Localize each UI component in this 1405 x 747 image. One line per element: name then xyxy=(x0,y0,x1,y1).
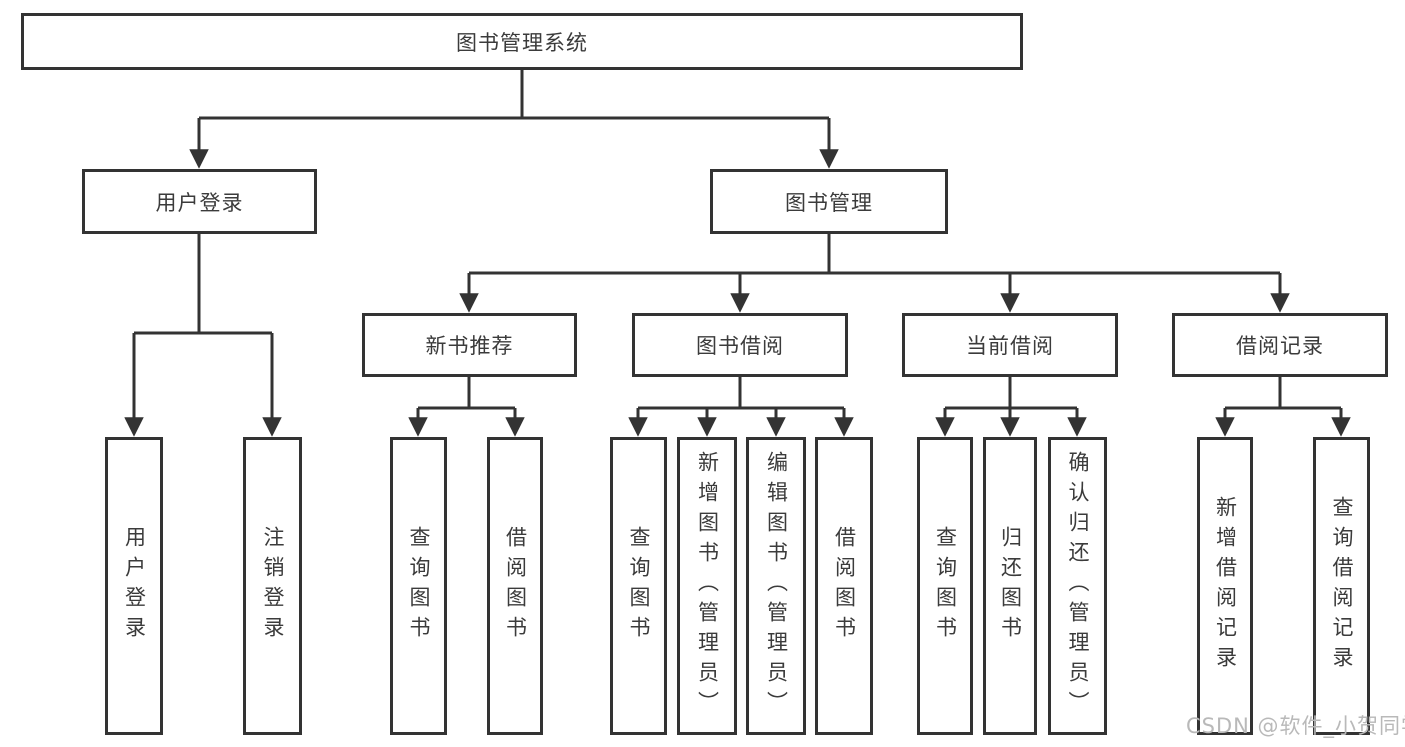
leaf-label: 新增图书（管理员） xyxy=(695,451,720,721)
csdn-watermark: CSDN @软件_小贺同学 xyxy=(1186,714,1405,738)
node-book-management: 图书管理 xyxy=(710,169,948,234)
leaf-label: 查询图书 xyxy=(627,526,651,646)
connector-borrow-stem xyxy=(638,377,844,410)
leaf-label: 编辑图书（管理员） xyxy=(764,451,789,721)
node-leaf-borrow-books-bb: 借阅图书 xyxy=(815,437,873,735)
node-borrow-records: 借阅记录 xyxy=(1172,313,1388,377)
connector-root-stem xyxy=(199,69,829,120)
leaf-label: 查询图书 xyxy=(933,526,958,646)
node-leaf-query-borrow-record: 查询借阅记录 xyxy=(1313,437,1370,735)
node-leaf-add-books-admin: 新增图书（管理员） xyxy=(677,437,737,735)
node-leaf-confirm-return-admin: 确认归还（管理员） xyxy=(1048,437,1107,735)
node-leaf-query-books-nb: 查询图书 xyxy=(390,437,447,735)
node-leaf-query-books-cb: 查询图书 xyxy=(917,437,973,735)
node-user-login: 用户登录 xyxy=(82,169,317,234)
node-book-borrowing: 图书借阅 xyxy=(632,313,848,377)
leaf-label: 确认归还（管理员） xyxy=(1066,451,1090,721)
node-leaf-add-borrow-record: 新增借阅记录 xyxy=(1197,437,1253,735)
node-leaf-edit-books-admin: 编辑图书（管理员） xyxy=(746,437,806,735)
connector-new-book-stem xyxy=(418,377,515,410)
leaf-label: 借阅图书 xyxy=(832,526,857,646)
leaf-label: 归还图书 xyxy=(998,526,1023,646)
leaf-label: 查询图书 xyxy=(407,526,431,646)
connector-user-login-stem xyxy=(134,233,272,335)
node-leaf-logout: 注销登录 xyxy=(243,437,302,735)
connector-records-stem xyxy=(1225,377,1341,410)
node-leaf-user-login: 用户登录 xyxy=(105,437,163,735)
node-new-book-recommendation: 新书推荐 xyxy=(362,313,577,377)
node-current-borrowing: 当前借阅 xyxy=(902,313,1118,377)
node-library-management-system: 图书管理系统 xyxy=(21,13,1023,70)
node-leaf-borrow-books-nb: 借阅图书 xyxy=(487,437,543,735)
leaf-label: 注销登录 xyxy=(261,526,285,646)
connector-book-mgmt-stem xyxy=(469,233,1280,275)
leaf-label: 借阅图书 xyxy=(503,526,528,646)
leaf-label: 查询借阅记录 xyxy=(1330,496,1354,676)
node-leaf-return-books: 归还图书 xyxy=(983,437,1037,735)
leaf-label: 新增借阅记录 xyxy=(1213,496,1238,676)
node-leaf-query-books-bb: 查询图书 xyxy=(610,437,667,735)
connector-current-stem xyxy=(945,377,1077,410)
leaf-label: 用户登录 xyxy=(122,526,147,646)
